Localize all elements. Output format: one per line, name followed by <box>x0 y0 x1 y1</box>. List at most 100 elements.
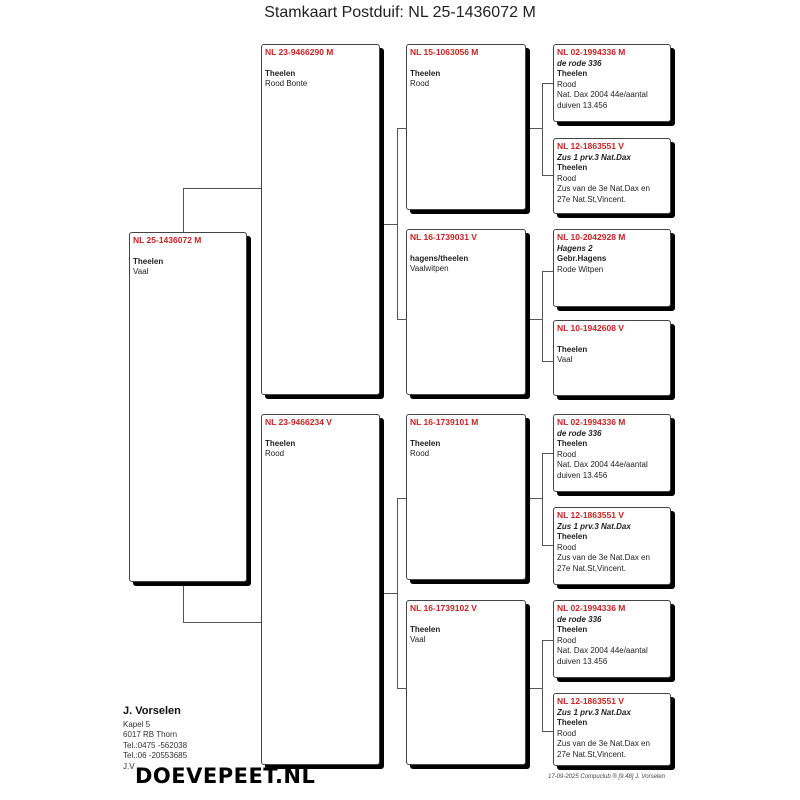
great-grandparent-card: NL 10-2042928 M Hagens 2 Gebr.Hagens Rod… <box>553 229 671 307</box>
connector-line <box>542 453 554 454</box>
great-grandparent-card: NL 10-1942608 V Theelen Vaal <box>553 320 671 396</box>
breeder-name: Theelen <box>557 718 588 727</box>
ring-number: NL 10-2042928 M <box>557 232 626 242</box>
pigeon-color: Rood <box>557 728 577 738</box>
pigeon-note: 27e Nat.St,Vincent. <box>557 563 626 573</box>
breeder-name: Theelen <box>410 624 441 634</box>
watermark-logo: DOEVEPEET.NL <box>135 764 316 788</box>
connector-line <box>542 271 543 361</box>
pigeon-nickname: Zus 1 prv.3 Nat.Dax <box>557 152 631 162</box>
connector-line <box>379 593 397 594</box>
pigeon-color: Rood <box>410 449 430 458</box>
ring-number: NL 02-1994336 M <box>557 417 626 427</box>
ring-number: NL 12-1863551 V <box>557 696 624 706</box>
pigeon-note: Zus van de 3e Nat.Dax en <box>557 553 650 562</box>
owner-extra: J.V <box>123 761 135 771</box>
grandmother-maternal-card: NL 16-1739102 V Theelen Vaal <box>406 600 526 765</box>
connector-line <box>542 361 554 362</box>
pigeon-color: Vaal <box>557 355 573 364</box>
ring-number: NL 16-1739031 V <box>410 232 477 242</box>
connector-line <box>183 581 184 622</box>
connector-line <box>183 622 261 623</box>
connector-line <box>542 731 554 732</box>
breeder-name: Theelen <box>265 438 296 448</box>
pigeon-color: Vaal <box>410 635 426 644</box>
pigeon-nickname: de rode 336 <box>557 58 602 68</box>
ring-number: NL 10-1942608 V <box>557 323 624 333</box>
connector-line <box>542 83 543 175</box>
pigeon-color: Rood <box>557 542 577 552</box>
pigeon-note: Zus van de 3e Nat.Dax en <box>557 739 650 748</box>
breeder-name: Theelen <box>557 163 588 172</box>
pigeon-color: Rood <box>410 79 430 88</box>
great-grandparent-card: NL 02-1994336 M de rode 336 Theelen Rood… <box>553 44 671 122</box>
breeder-name: Theelen <box>557 532 588 541</box>
pigeon-note: 27e Nat.St,Vincent. <box>557 194 626 204</box>
breeder-name: Theelen <box>265 68 296 78</box>
pigeon-note: duiven 13.456 <box>557 100 608 110</box>
breeder-name: Theelen <box>557 625 588 634</box>
owner-address: Kapel 5 <box>123 719 151 729</box>
connector-line <box>542 83 554 84</box>
ring-number: NL 12-1863551 V <box>557 141 624 151</box>
connector-line <box>542 640 543 731</box>
connector-line <box>542 271 554 272</box>
pigeon-color: Rood <box>557 79 577 89</box>
pigeon-color: Rood <box>557 635 577 645</box>
connector-line <box>397 688 407 689</box>
connector-line <box>397 128 407 129</box>
connector-line <box>525 688 542 689</box>
pigeon-color: Vaal <box>133 267 149 276</box>
father-card: NL 23-9466290 M Theelen Rood Bonte <box>261 44 380 395</box>
owner-name: J. Vorselen <box>123 705 181 717</box>
connector-line <box>397 498 398 688</box>
connector-line <box>542 453 543 545</box>
ring-number: NL 23-9466234 V <box>265 417 332 427</box>
great-grandparent-card: NL 12-1863551 V Zus 1 prv.3 Nat.Dax Thee… <box>553 507 671 585</box>
connector-line <box>183 188 261 189</box>
owner-phone: Tel.:0475 -562038 <box>123 740 188 750</box>
connector-line <box>525 128 542 129</box>
breeder-name: Theelen <box>133 256 164 266</box>
pigeon-nickname: Zus 1 prv.3 Nat.Dax <box>557 521 631 531</box>
great-grandparent-card: NL 12-1863551 V Zus 1 prv.3 Nat.Dax Thee… <box>553 138 671 214</box>
ring-number: NL 25-1436072 M <box>133 235 202 245</box>
pigeon-note: Nat. Dax 2004 44e/aantal <box>557 90 648 99</box>
pigeon-color: Rood Bonte <box>265 79 308 88</box>
breeder-name: hagens/theelen <box>410 253 469 263</box>
pigeon-nickname: Hagens 2 <box>557 243 593 253</box>
connector-line <box>183 188 184 232</box>
connector-line <box>542 175 554 176</box>
pigeon-nickname: de rode 336 <box>557 614 602 624</box>
mother-card: NL 23-9466234 V Theelen Rood <box>261 414 380 765</box>
owner-info: J. Vorselen Kapel 5 6017 RB Thorn Tel.:0… <box>123 706 187 772</box>
pigeon-note: 27e Nat.St,Vincent. <box>557 749 626 759</box>
ring-number: NL 16-1739101 M <box>410 417 479 427</box>
owner-phone: Tel.:06 -20553685 <box>123 751 188 760</box>
great-grandparent-card: NL 02-1994336 M de rode 336 Theelen Rood… <box>553 414 671 492</box>
great-grandparent-card: NL 12-1863551 V Zus 1 prv.3 Nat.Dax Thee… <box>553 693 671 766</box>
ring-number: NL 02-1994336 M <box>557 47 626 57</box>
pigeon-color: Rood <box>557 173 577 183</box>
connector-line <box>379 224 397 225</box>
breeder-name: Theelen <box>557 69 588 78</box>
great-grandparent-card: NL 02-1994336 M de rode 336 Theelen Rood… <box>553 600 671 678</box>
breeder-name: Theelen <box>557 439 588 448</box>
ring-number: NL 02-1994336 M <box>557 603 626 613</box>
pigeon-color: Rode Witpen <box>557 264 604 274</box>
pigeon-card: NL 25-1436072 M Theelen Vaal <box>129 232 247 582</box>
breeder-name: Theelen <box>410 68 441 78</box>
connector-line <box>542 640 554 641</box>
connector-line <box>542 545 554 546</box>
pigeon-nickname: Zus 1 prv.3 Nat.Dax <box>557 707 631 717</box>
grandfather-maternal-card: NL 16-1739101 M Theelen Rood <box>406 414 526 580</box>
ring-number: NL 16-1739102 V <box>410 603 477 613</box>
pigeon-note: duiven 13.456 <box>557 656 608 666</box>
pigeon-color: Rood <box>557 449 577 459</box>
pigeon-note: Zus van de 3e Nat.Dax en <box>557 184 650 193</box>
ring-number: NL 15-1063056 M <box>410 47 479 57</box>
connector-line <box>525 498 542 499</box>
breeder-name: Theelen <box>557 344 588 354</box>
connector-line <box>397 128 398 319</box>
grandfather-paternal-card: NL 15-1063056 M Theelen Rood <box>406 44 526 210</box>
